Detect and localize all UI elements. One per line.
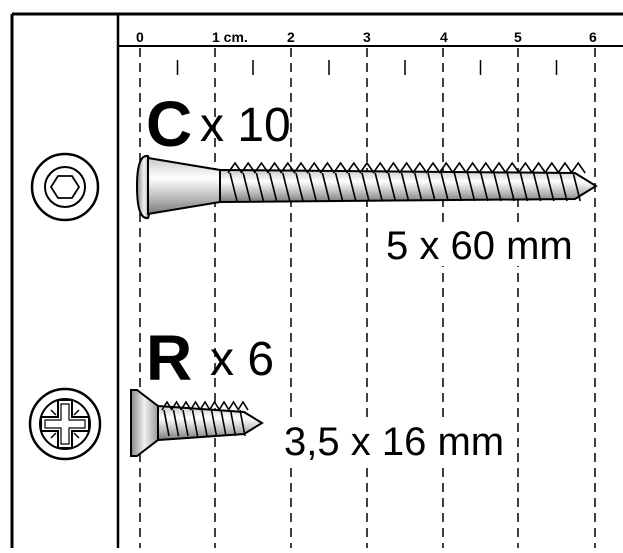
thread (306, 161, 322, 202)
thread (530, 161, 547, 202)
ruler-tick-label-1cm: 1 cm. (212, 29, 248, 45)
thread (180, 400, 192, 437)
thread (346, 161, 362, 202)
thread (170, 400, 183, 437)
thread (504, 161, 520, 202)
thread (438, 161, 454, 202)
screw-r-quantity: x 6 (210, 333, 275, 386)
screw-c-size: 5 x 60 mm (384, 224, 575, 268)
thread (293, 161, 309, 202)
hex-socket-icon (30, 152, 100, 222)
screw-r-size: 3,5 x 16 mm (282, 420, 507, 464)
thread (280, 161, 296, 202)
screw-c-quantity: x 10 (200, 99, 291, 152)
ruler-tick-label-5: 5 (514, 29, 522, 45)
frame (10, 12, 623, 548)
thread (319, 161, 336, 202)
thread (227, 161, 243, 202)
thread (208, 400, 221, 437)
thread (240, 161, 256, 202)
thread (253, 161, 270, 202)
thread (161, 400, 173, 437)
thread (218, 400, 230, 437)
thread (189, 400, 202, 437)
screw-c-drawing (135, 154, 598, 220)
pozidriv-icon (28, 387, 102, 461)
thread (266, 161, 283, 202)
thread (451, 161, 468, 202)
thread (478, 161, 494, 202)
thread (385, 161, 402, 202)
screw-r-code: R (146, 322, 193, 394)
ruler-guides (139, 48, 596, 548)
thread (398, 161, 415, 202)
thread (544, 161, 560, 202)
thread (237, 400, 249, 437)
ruler-tick-label-2: 2 (287, 29, 295, 45)
ruler-tick-label-0: 0 (136, 29, 144, 45)
screw-r-drawing (130, 389, 264, 457)
thread (227, 400, 240, 437)
ruler-tick-label-6: 6 (589, 29, 597, 45)
thread (372, 161, 388, 202)
thread (359, 161, 375, 202)
thread (412, 161, 428, 202)
thread (557, 161, 573, 202)
thread (491, 161, 507, 202)
thread (517, 161, 534, 202)
thread (332, 161, 349, 202)
thread (199, 400, 211, 437)
ruler-tick-label-3: 3 (363, 29, 371, 45)
thread (570, 161, 586, 202)
thread (464, 161, 481, 202)
ruler-minor-ticks (176, 60, 558, 75)
ruler-tick-label-4: 4 (440, 29, 448, 45)
screw-c-code: C (146, 88, 193, 160)
thread (425, 161, 441, 202)
